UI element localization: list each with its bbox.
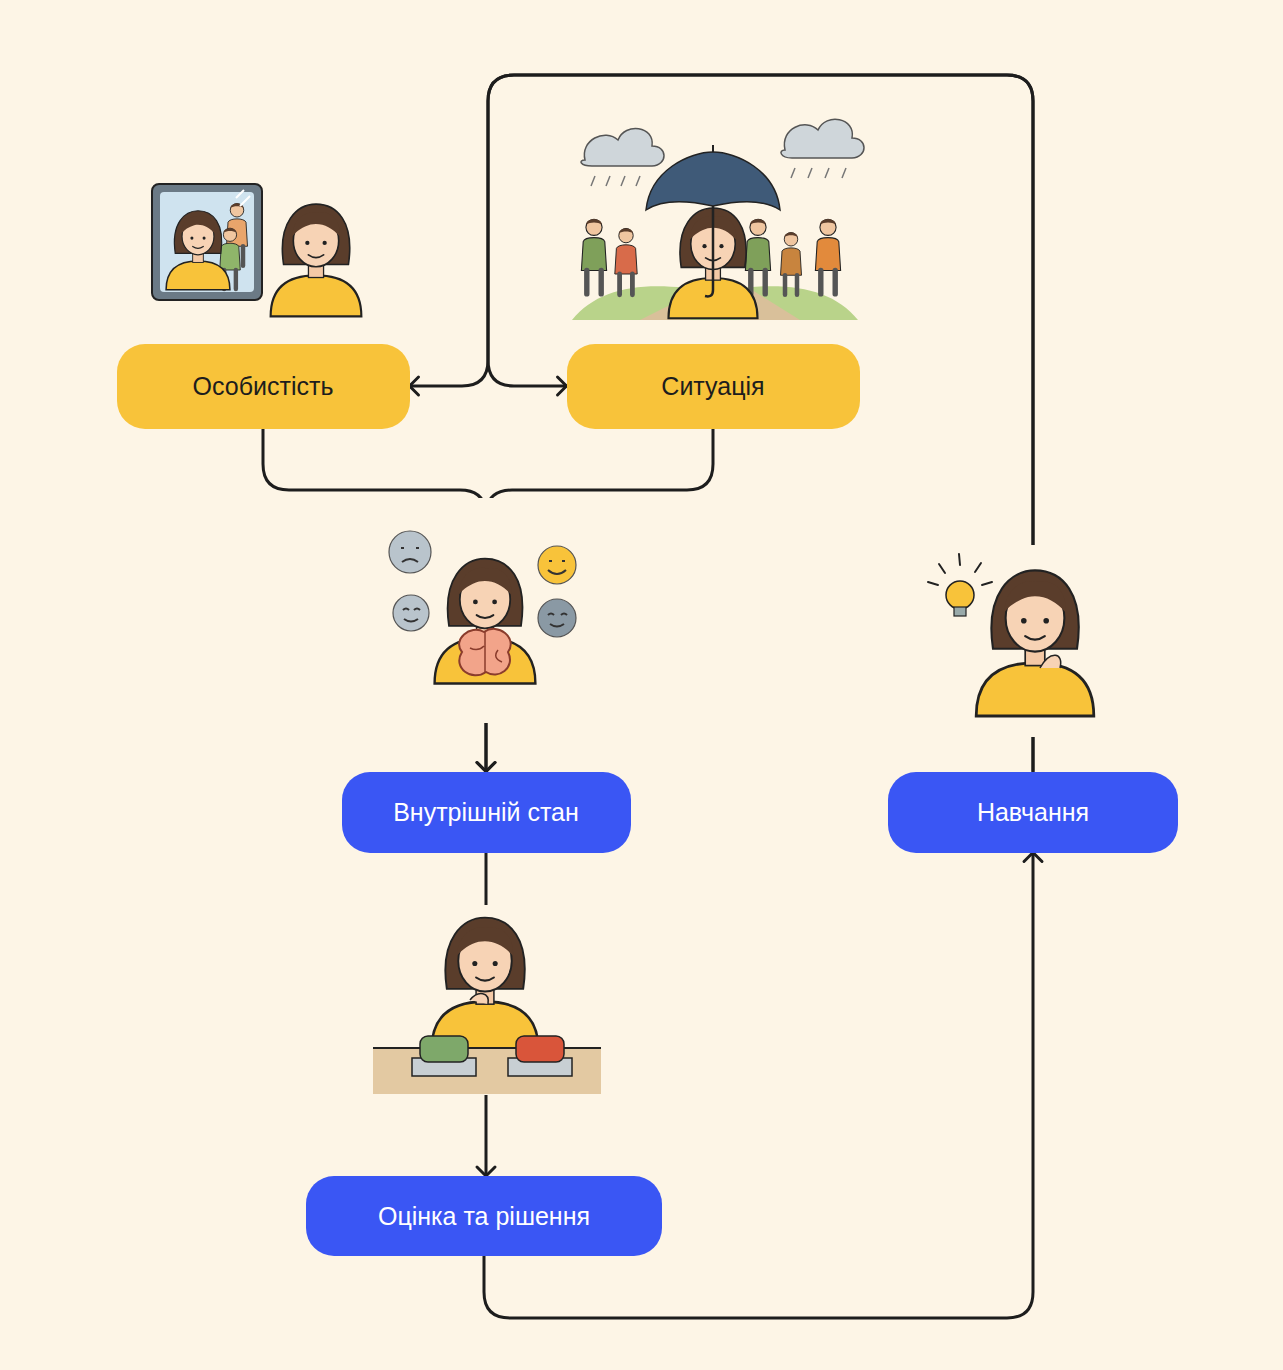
personality-box: Особистість	[117, 344, 410, 429]
box-label: Оцінка та рішення	[378, 1201, 590, 1231]
situation-illustration	[572, 119, 864, 320]
box-label: Внутрішній стан	[393, 797, 579, 827]
learning-box: Навчання	[888, 772, 1178, 853]
decision-illustration	[365, 905, 605, 1095]
inner-state-box: Внутрішній стан	[342, 772, 631, 853]
box-label: Ситуація	[661, 371, 764, 401]
inner-state-illustration	[385, 498, 585, 723]
box-label: Навчання	[977, 797, 1089, 827]
decision-box: Оцінка та рішення	[306, 1176, 662, 1256]
box-label: Особистість	[193, 371, 334, 401]
mirror-illustration	[152, 184, 361, 316]
situation-box: Ситуація	[567, 344, 860, 429]
learning-illustration	[928, 545, 1115, 737]
